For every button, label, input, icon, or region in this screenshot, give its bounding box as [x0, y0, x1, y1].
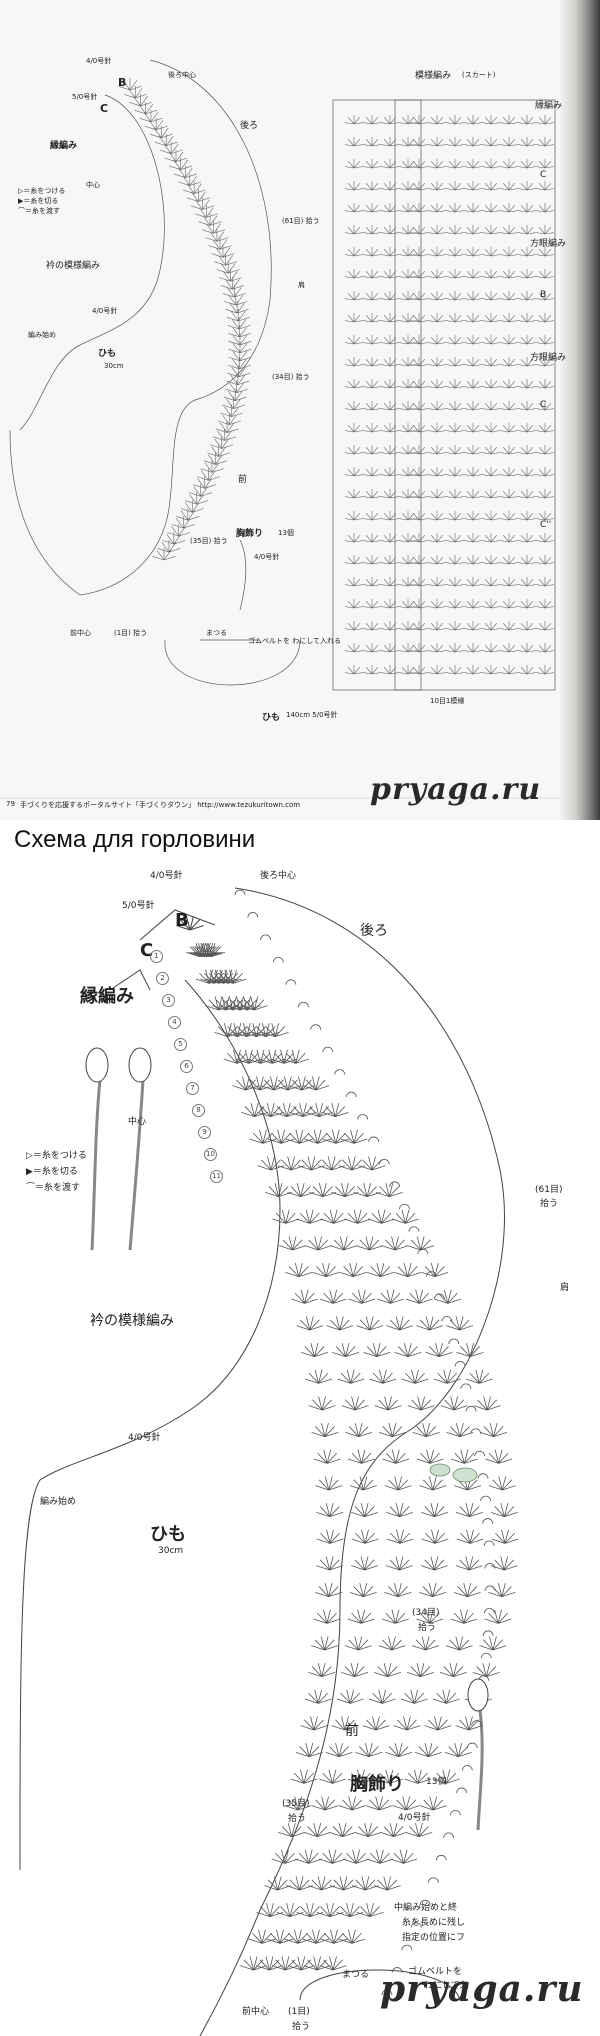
zoom-note-1: 中編み始めと終	[394, 1903, 458, 1913]
zoom-edge-label: 縁編み	[80, 986, 134, 1007]
zoom-note-2: 糸を長めに残し	[402, 1918, 466, 1928]
zoom-needle-50: 5/0号針	[122, 901, 155, 911]
scan-needle-50: 5/0号針	[72, 93, 98, 101]
zoom-legend-cut: ▶＝糸を切る	[26, 1167, 78, 1177]
repeat-note: 10目1模様	[430, 697, 465, 705]
scanned-pattern-page: 模様編み (スカート) 縁編み C 方眼編み B 方眼編み C C'' 10目1…	[0, 0, 600, 820]
pattern-title: 模様編み	[415, 71, 452, 81]
zoom-needle-40c: 4/0号針	[398, 1813, 431, 1823]
watermark-top: pryaga.ru	[370, 772, 542, 807]
scan-label-b: B	[118, 76, 127, 89]
scan-pick1: (1目) 拾う	[114, 629, 148, 637]
watermark-bottom: pryaga.ru	[380, 1968, 584, 2010]
zoom-label-c: C	[140, 940, 154, 961]
row-label-mesh1: 方眼編み	[530, 239, 567, 249]
row-number: 11	[210, 1170, 223, 1183]
zoom-legend-pass: ⌒＝糸を渡す	[26, 1183, 81, 1193]
row-label-edge: 縁編み	[535, 101, 563, 111]
scan-brooch-count: 13個	[278, 529, 294, 537]
book-spine-shadow	[560, 0, 600, 820]
row-number: 1	[150, 950, 163, 963]
zoom-note-3: 指定の位置にフ	[402, 1933, 466, 1943]
scan-himo: ひも	[98, 349, 117, 359]
scan-himo2-len: 140cm 5/0号針	[286, 711, 338, 719]
scan-legend-cut: ▶＝糸を切る	[18, 197, 59, 205]
pattern-subtitle: (スカート)	[462, 71, 496, 79]
zoom-needle-40b: 4/0号針	[128, 1433, 161, 1443]
footer-text: 手づくりを応援するポータルサイト「手づくりタウン」 http://www.tez…	[20, 801, 301, 809]
zoom-himo: ひも	[150, 1524, 186, 1545]
zoom-start: 編み始め	[40, 1497, 77, 1507]
zoom-collar-pattern: 衿の模様編み	[90, 1313, 174, 1329]
scan-pick35: (35目) 拾う	[190, 537, 228, 545]
scan-rubber: ゴムベルトを わにして入れる	[248, 637, 342, 645]
scan-shoulder: 肩	[298, 281, 305, 289]
scan-himo-len: 30cm	[104, 362, 124, 370]
row-number: 10	[204, 1148, 217, 1161]
collar-diagram-drawing	[19, 887, 519, 2036]
zoom-front-center: 前中心	[242, 2007, 270, 2017]
collar-diagram-zoomed: 4/0号針 5/0号針 B C 縁編み 後ろ中心 後ろ 中心 ▷＝糸をつける ▶…	[0, 870, 600, 2036]
zoom-pick35-b: 拾う	[288, 1814, 307, 1824]
scan-back: 後ろ	[240, 121, 259, 131]
row-number: 7	[186, 1082, 199, 1095]
scan-pick34: (34目) 拾う	[272, 373, 310, 381]
scan-edge-label: 縁編み	[50, 141, 78, 151]
scan-front: 前	[238, 475, 248, 485]
row-number: 5	[174, 1038, 187, 1051]
zoom-pick61-b: 拾う	[540, 1199, 559, 1209]
zoom-pick1-a: (1目)	[288, 2007, 310, 2017]
zoom-matsuru: まつる	[342, 1970, 370, 1980]
scan-needle-40: 4/0号針	[86, 57, 112, 65]
row-number: 8	[192, 1104, 205, 1117]
zoom-brooch-count: 13個	[426, 1777, 447, 1787]
row-label-c3: C''	[540, 520, 552, 530]
scan-legend-pass: ⌒＝糸を渡す	[18, 207, 60, 215]
zoom-pick61-a: (61目)	[535, 1185, 563, 1195]
zoom-pick1-b: 拾う	[292, 2022, 311, 2032]
row-number: 9	[198, 1126, 211, 1139]
row-label-mesh2: 方眼編み	[530, 353, 567, 363]
zoom-himo-len: 30cm	[158, 1546, 184, 1556]
footer-page-number: 79	[6, 800, 15, 808]
scan-brooch: 胸飾り	[236, 529, 264, 539]
scan-pick61: (61目) 拾う	[282, 217, 320, 225]
zoom-shoulder: 肩	[560, 1283, 570, 1293]
neckline-caption: Схема для горловини	[14, 826, 256, 853]
scan-back-center: 後ろ中心	[168, 71, 196, 79]
zoom-brooch: 胸飾り	[350, 1774, 404, 1795]
scan-front-center: 前中心	[70, 629, 91, 637]
zoom-needle-40: 4/0号針	[150, 871, 183, 881]
row-label-b: B	[540, 290, 547, 300]
zoom-pick34-b: 拾う	[418, 1623, 437, 1633]
scan-collar-pattern: 衿の模様編み	[46, 261, 101, 271]
zoom-rubber-1: ゴムベルトを	[408, 1967, 463, 1977]
scan-needle-40c: 4/0号針	[254, 553, 280, 561]
row-number: 2	[156, 972, 169, 985]
scan-center: 中心	[86, 181, 100, 189]
scan-label-c: C	[100, 102, 109, 115]
zoom-back-center: 後ろ中心	[260, 871, 297, 881]
scanned-diagram-drawing	[0, 59, 560, 799]
row-label-c2: C	[540, 400, 547, 410]
scan-start: 編み始め	[28, 331, 56, 339]
zoom-pick34-a: (34目)	[412, 1608, 440, 1618]
row-label-c1: C	[540, 170, 547, 180]
scan-himo2: ひも	[262, 713, 281, 723]
scan-matsuru: まつる	[206, 629, 227, 637]
zoom-center: 中心	[128, 1117, 147, 1127]
zoom-front: 前	[345, 1723, 359, 1739]
scan-legend-attach: ▷＝糸をつける	[18, 187, 66, 195]
row-number: 3	[162, 994, 175, 1007]
zoom-rubber-2: わにして入	[424, 1981, 469, 1991]
row-number: 4	[168, 1016, 181, 1029]
zoom-pick35-a: (35目)	[282, 1799, 310, 1809]
zoom-back: 後ろ	[360, 923, 388, 939]
zoom-label-b: B	[175, 910, 189, 931]
scan-needle-40b: 4/0号針	[92, 307, 118, 315]
zoom-legend-attach: ▷＝糸をつける	[26, 1151, 87, 1161]
row-number: 6	[180, 1060, 193, 1073]
